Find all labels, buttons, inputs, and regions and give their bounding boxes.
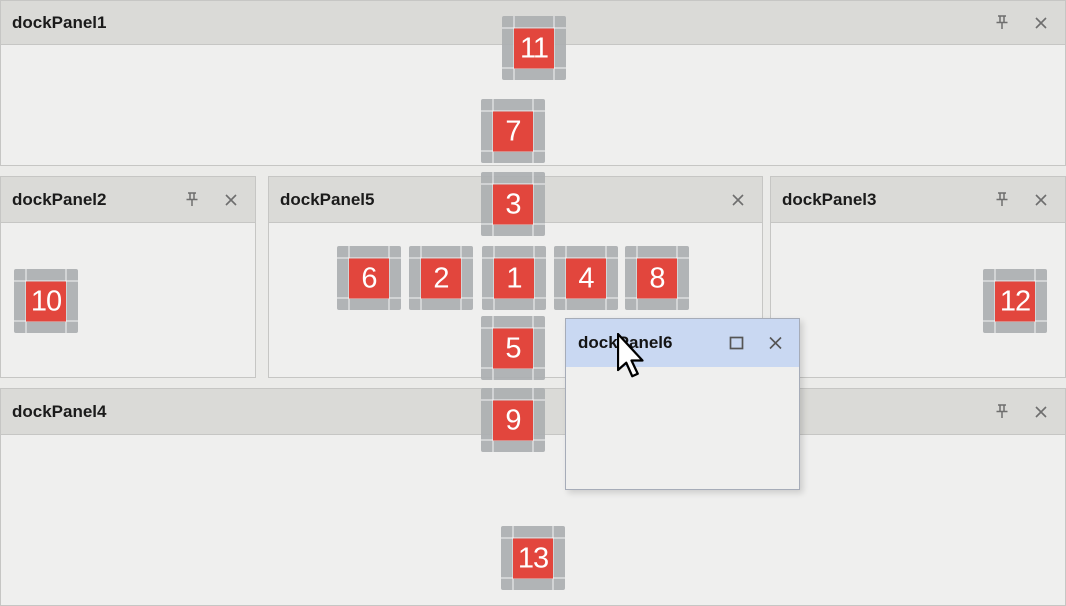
dock-panel-6-header[interactable]: dockPanel6 [566, 319, 799, 367]
pin-icon[interactable] [990, 188, 1014, 212]
dock-guide-8[interactable]: 8 [625, 246, 689, 310]
dock-panel-6-title: dockPanel6 [578, 333, 673, 352]
dock-guide-number: 12 [995, 281, 1035, 322]
dock-guide-number: 4 [566, 258, 606, 299]
dock-guide-number: 7 [493, 111, 533, 152]
dock-guide-6[interactable]: 6 [337, 246, 401, 310]
dock-guide-number: 9 [493, 400, 533, 441]
dock-guide-number: 3 [493, 184, 533, 225]
close-icon[interactable] [1029, 400, 1053, 424]
pin-icon[interactable] [990, 400, 1014, 424]
dock-panel-3: dockPanel3 [770, 176, 1066, 378]
dock-guide-12[interactable]: 12 [983, 269, 1047, 333]
dock-guide-number: 2 [421, 258, 461, 299]
floating-window-dock-panel-6[interactable]: dockPanel6 [565, 318, 800, 490]
dock-panel-3-title: dockPanel3 [782, 189, 877, 209]
dock-panel-1-title: dockPanel1 [12, 12, 107, 32]
dock-panel-5-title: dockPanel5 [280, 189, 375, 209]
dock-panel-3-header[interactable]: dockPanel3 [771, 177, 1065, 223]
close-icon[interactable] [726, 188, 750, 212]
dock-panel-4-title: dockPanel4 [12, 401, 107, 421]
dock-guide-5[interactable]: 5 [481, 316, 545, 380]
dock-guide-number: 8 [637, 258, 677, 299]
dock-guide-number: 10 [26, 281, 66, 322]
dock-guide-9[interactable]: 9 [481, 388, 545, 452]
pin-icon[interactable] [990, 11, 1014, 35]
close-icon[interactable] [1029, 11, 1053, 35]
maximize-icon[interactable] [724, 331, 748, 355]
dock-guide-3[interactable]: 3 [481, 172, 545, 236]
dock-guide-10[interactable]: 10 [14, 269, 78, 333]
dock-guide-number: 11 [514, 28, 554, 69]
pin-icon[interactable] [180, 188, 204, 212]
close-icon[interactable] [763, 331, 787, 355]
dock-panel-2-header[interactable]: dockPanel2 [1, 177, 255, 223]
dock-panel-6-body [566, 367, 799, 489]
dock-guide-number: 5 [493, 328, 533, 369]
dock-guide-1[interactable]: 1 [482, 246, 546, 310]
dock-guide-4[interactable]: 4 [554, 246, 618, 310]
close-icon[interactable] [219, 188, 243, 212]
dock-guide-number: 13 [513, 538, 553, 579]
close-icon[interactable] [1029, 188, 1053, 212]
dock-guide-2[interactable]: 2 [409, 246, 473, 310]
dock-guide-7[interactable]: 7 [481, 99, 545, 163]
dock-panel-2-title: dockPanel2 [12, 189, 107, 209]
dock-guide-number: 6 [349, 258, 389, 299]
dock-guide-number: 1 [494, 258, 534, 299]
dock-guide-11[interactable]: 11 [502, 16, 566, 80]
dock-guide-13[interactable]: 13 [501, 526, 565, 590]
